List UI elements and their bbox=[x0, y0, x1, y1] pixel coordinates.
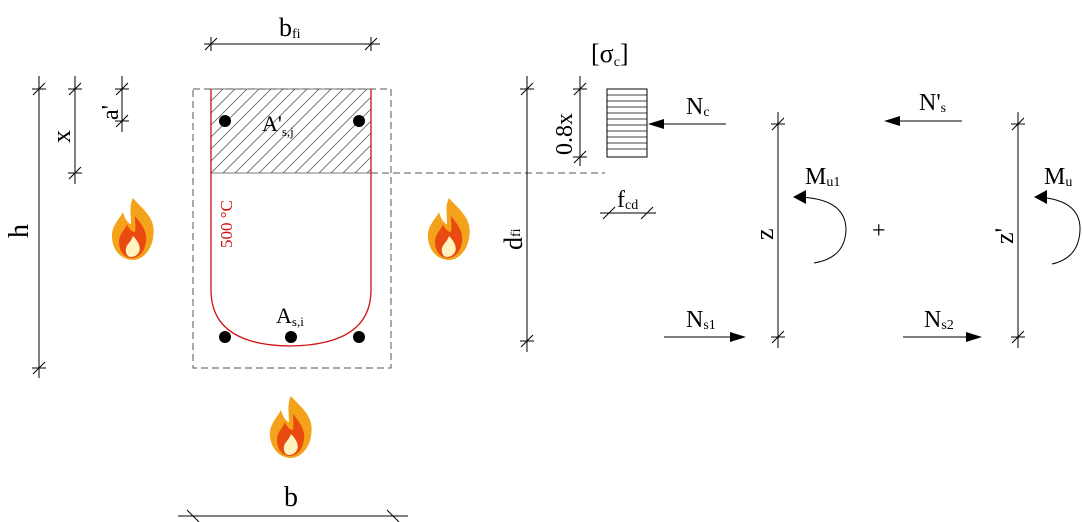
label-d-fi: dfi bbox=[499, 228, 528, 250]
dimension-d-fi: dfi bbox=[499, 76, 534, 352]
label-b: b bbox=[284, 482, 298, 513]
label-fcd: fcd bbox=[617, 187, 638, 213]
plus-sign: + bbox=[872, 218, 886, 244]
label-b-fi-sub: fi bbox=[292, 27, 301, 42]
dimension-b-fi: bfi bbox=[204, 13, 380, 51]
label-stress-sub: c bbox=[614, 55, 620, 70]
stress-rectangle bbox=[606, 88, 648, 158]
label-Ns1-sub: s1 bbox=[703, 318, 715, 333]
label-Ns2-sub: s2 bbox=[941, 318, 953, 333]
dimension-a-prime: a' bbox=[98, 76, 129, 132]
flame-icon bbox=[427, 198, 470, 260]
label-compression-steel-sub: s,j bbox=[282, 124, 294, 139]
isotherm-500-curve bbox=[210, 89, 372, 347]
forces-diagram-1: Nc Ns1 z Mu1 bbox=[648, 94, 847, 348]
rebar-bottom-left bbox=[219, 331, 231, 343]
label-h: h bbox=[4, 224, 35, 238]
cross-section: A's,j As,i 500 °C bbox=[192, 88, 605, 369]
label-a-prime: a' bbox=[98, 105, 124, 120]
compression-zone-hatch bbox=[210, 88, 372, 174]
forces-diagram-2: N's Ns2 z' Mu bbox=[884, 90, 1081, 348]
label-Mu1: Mu1 bbox=[805, 164, 840, 190]
label-Ns1: Ns1 bbox=[686, 307, 716, 333]
dimension-h: h bbox=[4, 76, 46, 378]
label-Ns2: Ns2 bbox=[924, 307, 954, 333]
label-Mu1-sub: u1 bbox=[826, 175, 840, 190]
label-tension-steel: As,i bbox=[276, 303, 304, 329]
label-Nc-sub: c bbox=[703, 105, 709, 120]
label-Mu: Mu bbox=[1044, 164, 1072, 190]
dimension-b: b bbox=[178, 482, 408, 522]
label-x: x bbox=[47, 130, 76, 143]
stress-block: [σc] 0.8x fcd bbox=[552, 39, 656, 220]
label-z-prime: z' bbox=[990, 228, 1019, 244]
flame-icon bbox=[111, 198, 154, 260]
label-b-fi: bfi bbox=[279, 13, 301, 42]
label-isotherm: 500 °C bbox=[217, 200, 236, 248]
rebar-bottom-right bbox=[353, 331, 365, 343]
label-Ns-prime-sub: s bbox=[941, 101, 946, 116]
label-Mu-sub: u bbox=[1065, 175, 1072, 190]
label-tension-steel-sub: s,i bbox=[292, 314, 304, 329]
flame-icon bbox=[269, 396, 312, 458]
label-block-depth: 0.8x bbox=[552, 113, 578, 155]
label-fcd-sub: cd bbox=[625, 198, 638, 213]
label-stress: [σc] bbox=[591, 39, 629, 70]
rebar-bottom-middle bbox=[285, 331, 297, 343]
rebar-top-left bbox=[219, 115, 231, 127]
label-Ns-prime: N's bbox=[919, 90, 946, 116]
label-Nc: Nc bbox=[686, 94, 710, 120]
dimension-x: x bbox=[47, 76, 82, 184]
label-d-fi-sub: fi bbox=[509, 228, 524, 237]
label-z: z bbox=[750, 228, 779, 240]
rebar-top-right bbox=[353, 115, 365, 127]
label-compression-steel-main: A's,j bbox=[262, 111, 294, 139]
